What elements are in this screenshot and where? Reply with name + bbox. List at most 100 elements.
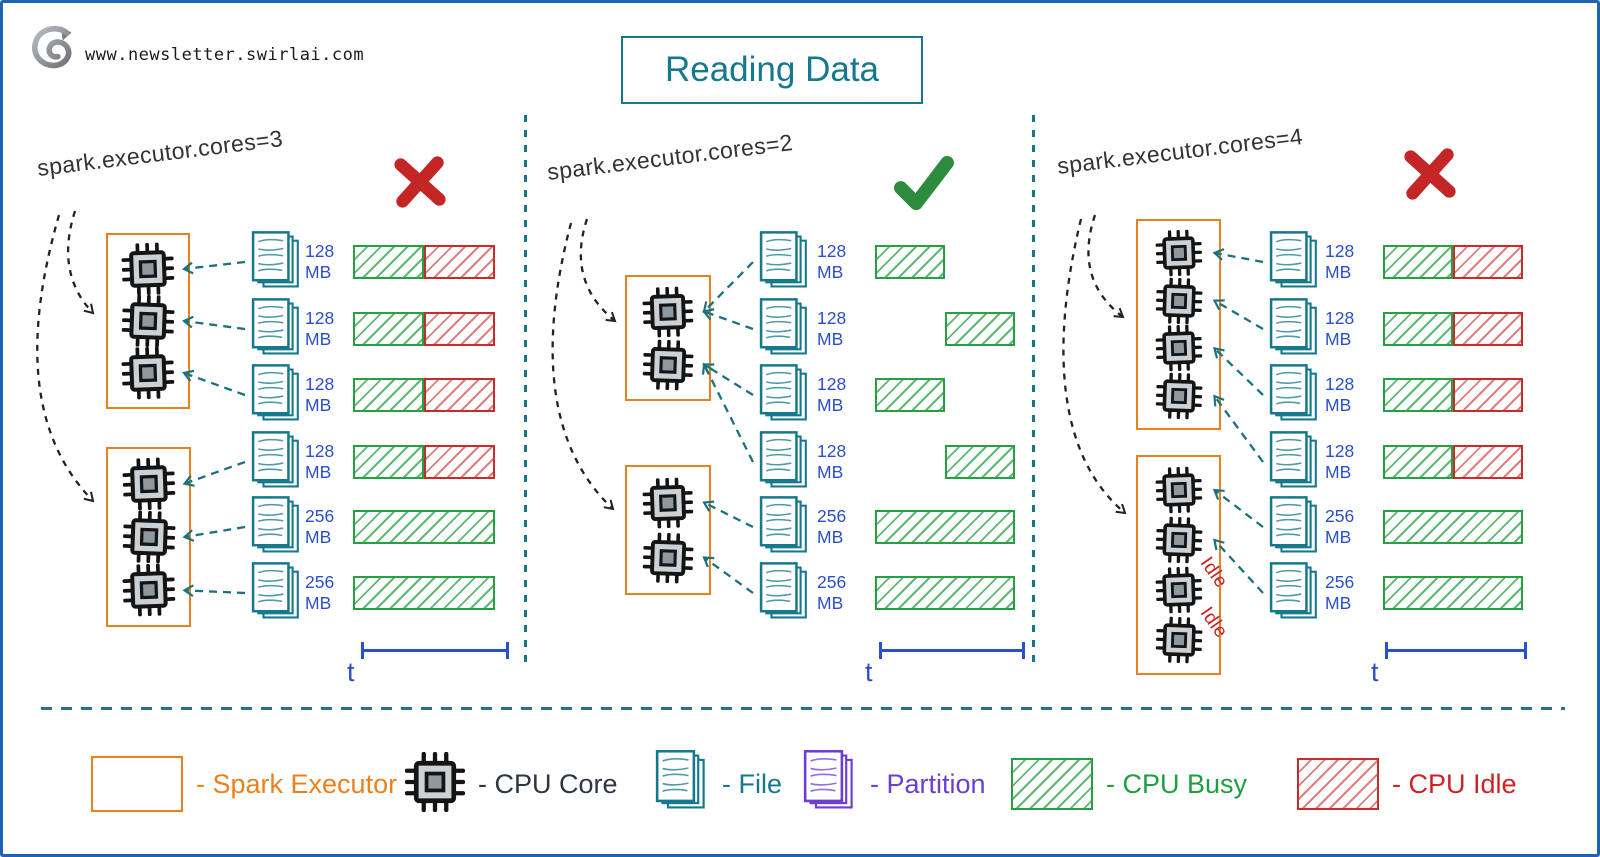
- legend-divider: [41, 707, 1565, 710]
- idle-segment: [424, 445, 495, 479]
- file-size-unit: MB: [817, 461, 844, 482]
- file-size-value: 128: [817, 241, 847, 261]
- file-size-unit: MB: [1325, 592, 1352, 613]
- file-icon: [759, 496, 811, 562]
- file-icon: [1269, 231, 1321, 297]
- file-size-value: 128: [1325, 241, 1355, 261]
- panel-divider-1: [524, 115, 527, 668]
- legend: - Spark Executor - CPU Core - File - Par…: [3, 3, 1597, 854]
- file-size-unit: MB: [1325, 461, 1352, 482]
- file-icon: [759, 364, 811, 430]
- legend-label: - CPU Idle: [1392, 768, 1517, 799]
- busy-segment: [875, 510, 1015, 544]
- idle-segment: [424, 312, 495, 346]
- idle-segment: [1453, 312, 1523, 346]
- busy-segment: [875, 378, 945, 412]
- idle-segment: [1453, 378, 1523, 412]
- cpu-core-icon: [642, 476, 694, 534]
- legend-label: - CPU Busy: [1106, 768, 1248, 799]
- legend-label: - Partition: [870, 768, 986, 799]
- file-icon: [251, 364, 303, 430]
- cpu-core-icon: [122, 510, 176, 569]
- file-size-value: 128: [1325, 441, 1355, 461]
- idle-segment: [1453, 445, 1523, 479]
- time-axis-label: t: [1371, 657, 1379, 687]
- verdict-cross-icon: [1399, 145, 1461, 208]
- file-size-unit: MB: [305, 261, 332, 282]
- file-size-unit: MB: [305, 394, 332, 415]
- diagram-title-box: Reading Data: [621, 36, 923, 104]
- verdict-check-icon: [891, 155, 955, 218]
- file-size-unit: MB: [1325, 394, 1352, 415]
- idle-segment: [1453, 245, 1523, 279]
- cpu-core-icon: [1154, 229, 1203, 282]
- time-axis-label: t: [347, 657, 355, 687]
- cpu-core-icon: [1154, 466, 1203, 519]
- file-size-value: 256: [1325, 572, 1355, 592]
- busy-segment: [945, 445, 1015, 479]
- cpu-core-icon: [1155, 616, 1203, 669]
- file-size-value: 128: [305, 241, 335, 261]
- idle-segment: [424, 245, 495, 279]
- file-size-unit: MB: [305, 592, 332, 613]
- legend-item-cpu-core: - CPU Core: [404, 743, 618, 825]
- cpu-idle-swatch: [1297, 758, 1379, 810]
- file-size-unit: MB: [1325, 261, 1352, 282]
- busy-segment: [353, 510, 495, 544]
- file-size-unit: MB: [817, 328, 844, 349]
- file-size-value: 128: [1325, 308, 1355, 328]
- busy-segment: [353, 576, 495, 610]
- legend-item-file: - File: [655, 743, 782, 825]
- cpu-usage-bar: [875, 378, 1015, 412]
- busy-segment: [1011, 758, 1093, 810]
- legend-label: - File: [722, 768, 782, 799]
- file-size-unit: MB: [305, 461, 332, 482]
- executor-box-2-1: [625, 275, 711, 401]
- file-size-unit: MB: [305, 526, 332, 547]
- file-size-value: 128: [305, 308, 335, 328]
- file-size-value: 128: [1325, 374, 1355, 394]
- idle-segment: [1297, 758, 1379, 810]
- file-size-unit: MB: [817, 261, 844, 282]
- file-icon: [251, 431, 303, 497]
- cpu-usage-bar: [1383, 510, 1523, 544]
- time-axis: [879, 642, 1025, 659]
- busy-segment: [1383, 312, 1453, 346]
- file-icon: [251, 562, 303, 628]
- cpu-core-icon: [404, 751, 466, 817]
- cpu-usage-bar: [875, 445, 1015, 479]
- cpu-core-icon: [642, 338, 694, 396]
- busy-segment: [945, 312, 1015, 346]
- cpu-usage-bar: [1383, 245, 1523, 279]
- cpu-core-icon: [1155, 277, 1203, 330]
- cpu-usage-bar: [353, 576, 495, 610]
- file-size-value: 256: [1325, 506, 1355, 526]
- swirlai-logo: [29, 23, 77, 76]
- file-icon: [1269, 364, 1321, 430]
- cpu-core-icon: [121, 457, 176, 516]
- file-icon: [759, 298, 811, 364]
- verdict-cross-icon: [389, 153, 451, 216]
- diagram-title: Reading Data: [664, 50, 880, 89]
- idle-segment: [424, 378, 495, 412]
- file-icon: [251, 231, 303, 297]
- busy-segment: [1383, 445, 1453, 479]
- file-size-value: 128: [817, 308, 847, 328]
- time-axis-label: t: [865, 657, 873, 687]
- cpu-core-icon: [121, 563, 176, 622]
- legend-label: - CPU Core: [478, 768, 618, 799]
- spark-executor-swatch: [91, 756, 183, 812]
